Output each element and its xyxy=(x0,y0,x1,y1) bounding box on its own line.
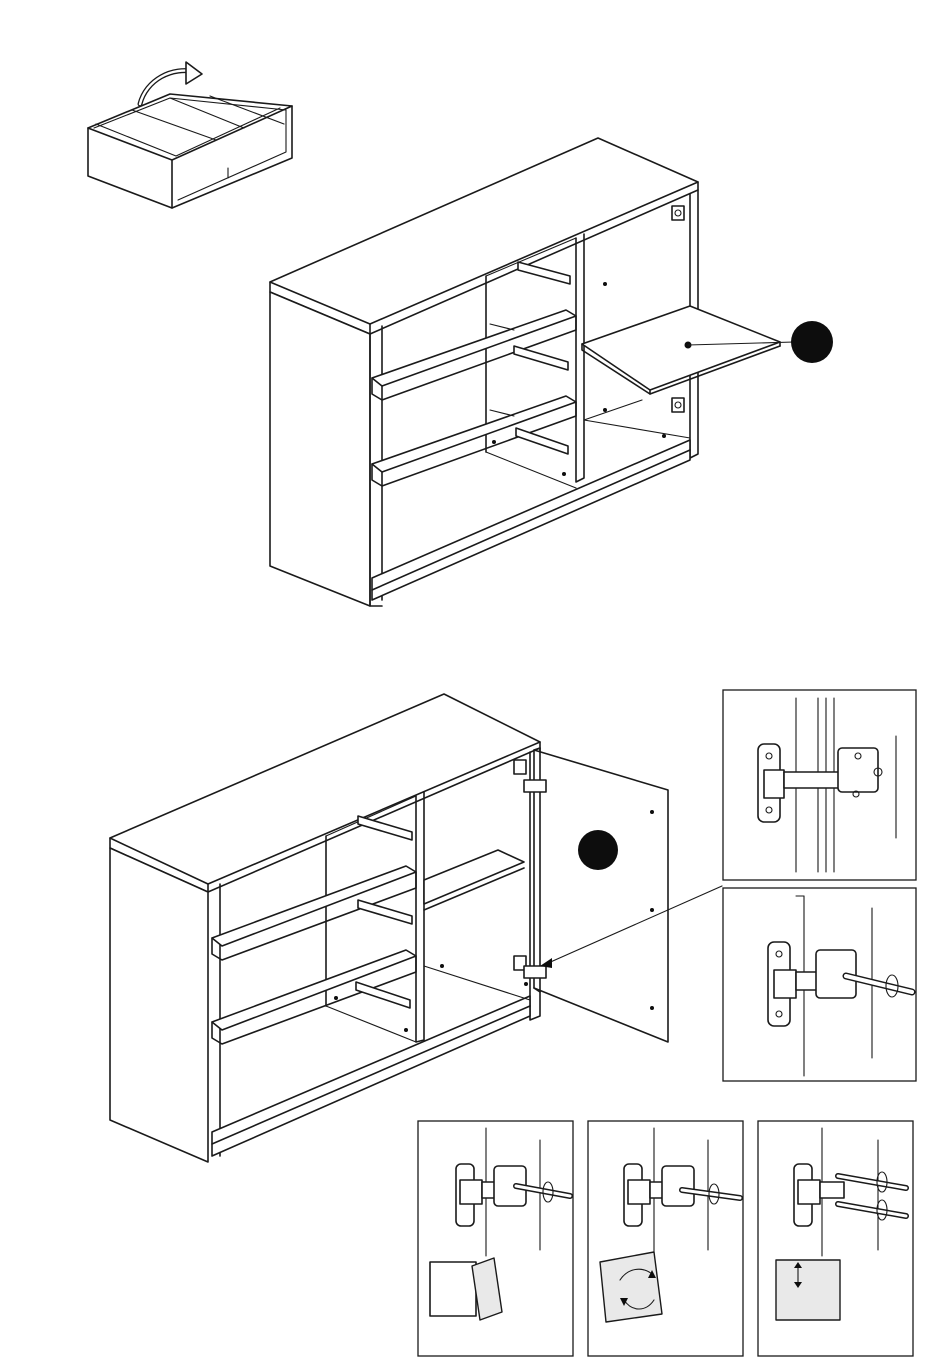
detail-adjust-height xyxy=(758,1121,913,1356)
cabinet-door-icon xyxy=(430,1258,502,1320)
detail-hinge-mounted xyxy=(723,690,916,880)
detail-adjust-tilt xyxy=(588,1121,743,1356)
detail-adjust-depth xyxy=(418,1121,573,1356)
drawer-tray xyxy=(88,94,292,208)
detail-hinge-screwdriver xyxy=(723,888,916,1081)
cabinet-step-1 xyxy=(270,138,780,606)
cabinet-step-2 xyxy=(110,694,668,1162)
